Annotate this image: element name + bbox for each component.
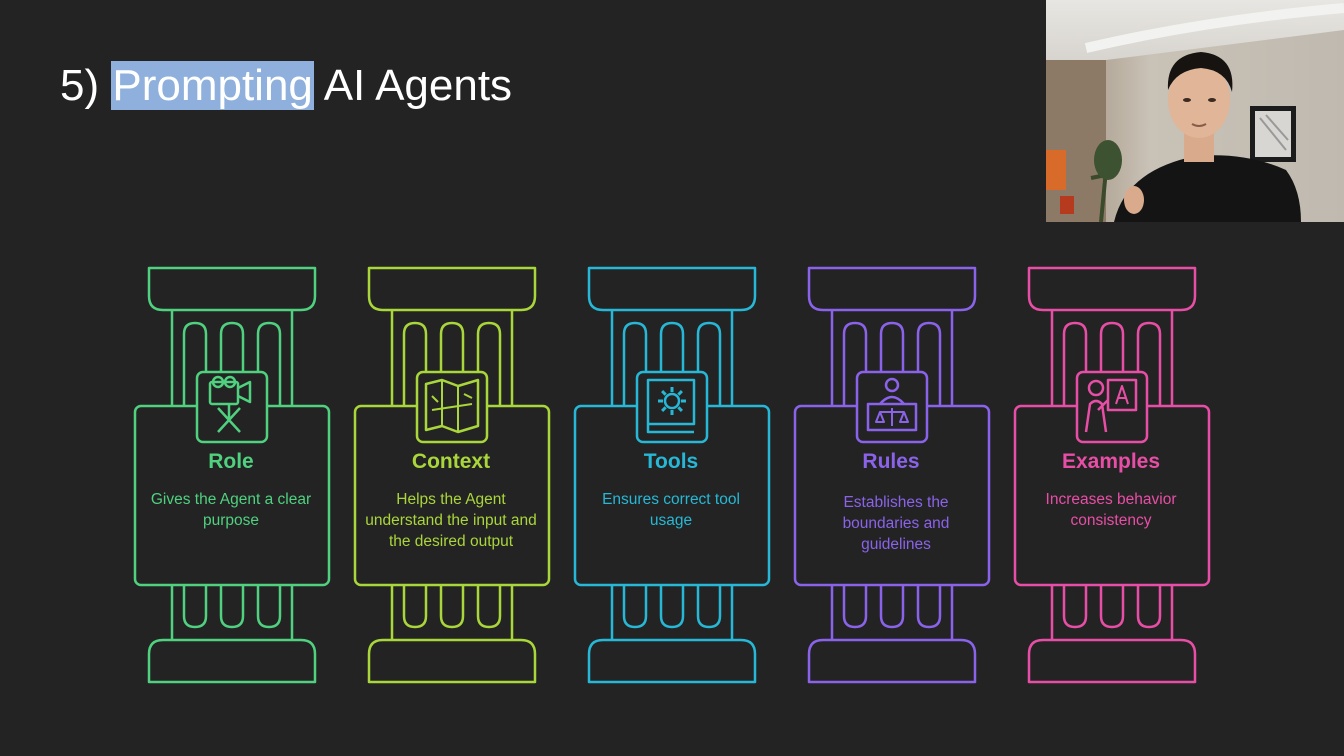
pillar-capital [807,266,977,312]
pillar-base [367,638,537,684]
pillar-description-examples: Increases behavior consistency [1045,491,1177,529]
teacher-board-icon [1084,378,1138,433]
pillar-title-examples: Examples [1061,450,1161,473]
webcam-overlay [1046,0,1344,222]
title-suffix: AI Agents [313,61,513,110]
pillar-capital [1027,266,1197,312]
pillar-title-rules: Rules [862,450,920,473]
pillar-rules [793,266,991,684]
pillar-base [807,638,977,684]
presenter-video [1046,0,1344,222]
pillar-icon-frame [855,370,929,444]
pillar-examples [1013,266,1211,684]
pillar-icon-frame [1075,370,1149,444]
map-icon [424,378,480,434]
pillar-description-role: Gives the Agent a clear purpose [150,491,312,529]
pillar-tools [573,266,771,684]
title-prefix: 5) [60,61,112,110]
pillar-context [353,266,551,684]
pillar-title-role: Role [208,450,254,473]
pillar-capital [367,266,537,312]
slide-title: 5) Prompting AI Agents [60,58,512,114]
director-camera-icon [208,375,252,433]
pillar-role [133,266,331,684]
pillar-base [147,638,317,684]
pillar-base [1027,638,1197,684]
judge-scales-icon [866,377,918,432]
pillar-capital [147,266,317,312]
pillar-title-context: Context [411,450,491,473]
gear-book-icon [646,378,696,434]
pillar-base [587,638,757,684]
title-highlighted-word[interactable]: Prompting [111,61,314,110]
pillar-description-rules: Establishes the boundaries and guideline… [842,494,950,553]
pillar-capital [587,266,757,312]
pillar-title-tools: Tools [643,450,699,473]
pillar-description-context: Helps the Agent understand the input and… [365,491,537,550]
pillar-description-tools: Ensures correct tool usage [602,491,740,529]
